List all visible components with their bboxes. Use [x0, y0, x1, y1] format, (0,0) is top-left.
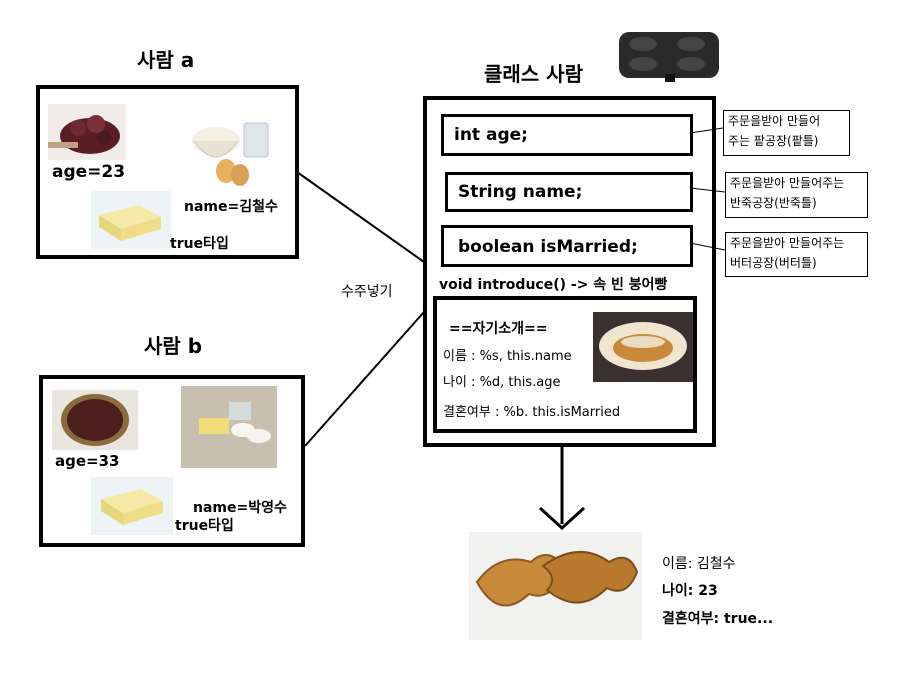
method-signature: void introduce() -> 속 빈 붕어빵	[439, 277, 668, 293]
note-age-line1: 주문을받아 만들어	[728, 114, 821, 128]
class-title: 클래스 사람	[484, 62, 583, 86]
field-name-box: String name;	[445, 172, 693, 212]
person-a-box: age=23 name=김철수 true타입	[36, 85, 299, 259]
person-b-box: age=33 name=박영수 true타입	[39, 375, 305, 547]
person-a-title: 사람 a	[137, 48, 195, 72]
person-a-name: name=김철수	[184, 199, 278, 215]
butter-icon	[91, 191, 171, 249]
method-line-name: 이름 : %s, this.name	[443, 349, 572, 364]
method-body-box: ==자기소개== 이름 : %s, this.name 나이 : %d, thi…	[433, 296, 697, 433]
note-married-line1: 주문을받아 만들어주는	[730, 236, 845, 250]
result-married: 결혼여부: true...	[662, 611, 774, 627]
hollow-bread-icon	[593, 312, 693, 382]
bungeoppang-mold-icon	[615, 28, 725, 84]
note-age-line2: 주는 팥공장(팥틀)	[728, 134, 819, 148]
note-name-line2: 반죽공장(반죽틀)	[730, 196, 817, 210]
person-a-age: age=23	[52, 162, 126, 182]
field-age: int age;	[454, 125, 528, 145]
field-married-box: boolean isMarried;	[441, 225, 693, 267]
note-age: 주문을받아 만들어 주는 팥공장(팥틀)	[723, 110, 850, 156]
flour-bowl-icon	[186, 111, 276, 189]
person-b-married: true타입	[175, 518, 234, 534]
method-line-age: 나이 : %d, this.age	[443, 375, 561, 390]
method-line-married: 결혼여부 : %b. this.isMarried	[443, 405, 621, 420]
injection-label: 수주넣기	[341, 284, 393, 300]
person-b-name: name=박영수	[193, 500, 287, 516]
result-age: 나이: 23	[662, 583, 718, 599]
person-b-title: 사람 b	[144, 334, 203, 358]
field-age-box: int age;	[441, 114, 693, 156]
red-bean-icon	[52, 390, 138, 450]
class-box: int age; String name; boolean isMarried;…	[423, 96, 716, 447]
note-married-line2: 버터공장(버터틀)	[730, 256, 817, 270]
note-name-line1: 주문을받아 만들어주는	[730, 176, 845, 190]
person-b-age: age=33	[55, 452, 120, 470]
person-a-married: true타입	[170, 236, 229, 252]
red-bean-icon	[48, 104, 126, 160]
note-name: 주문을받아 만들어주는 반죽공장(반죽틀)	[725, 172, 868, 218]
butter-icon	[91, 477, 173, 535]
field-name: String name;	[458, 182, 583, 202]
bungeoppang-icon	[469, 532, 642, 640]
result-name: 이름: 김철수	[662, 556, 736, 572]
note-married: 주문을받아 만들어주는 버터공장(버터틀)	[725, 232, 868, 277]
flour-bowl-icon	[181, 386, 277, 468]
field-married: boolean isMarried;	[458, 237, 638, 257]
method-header: ==자기소개==	[449, 321, 548, 337]
